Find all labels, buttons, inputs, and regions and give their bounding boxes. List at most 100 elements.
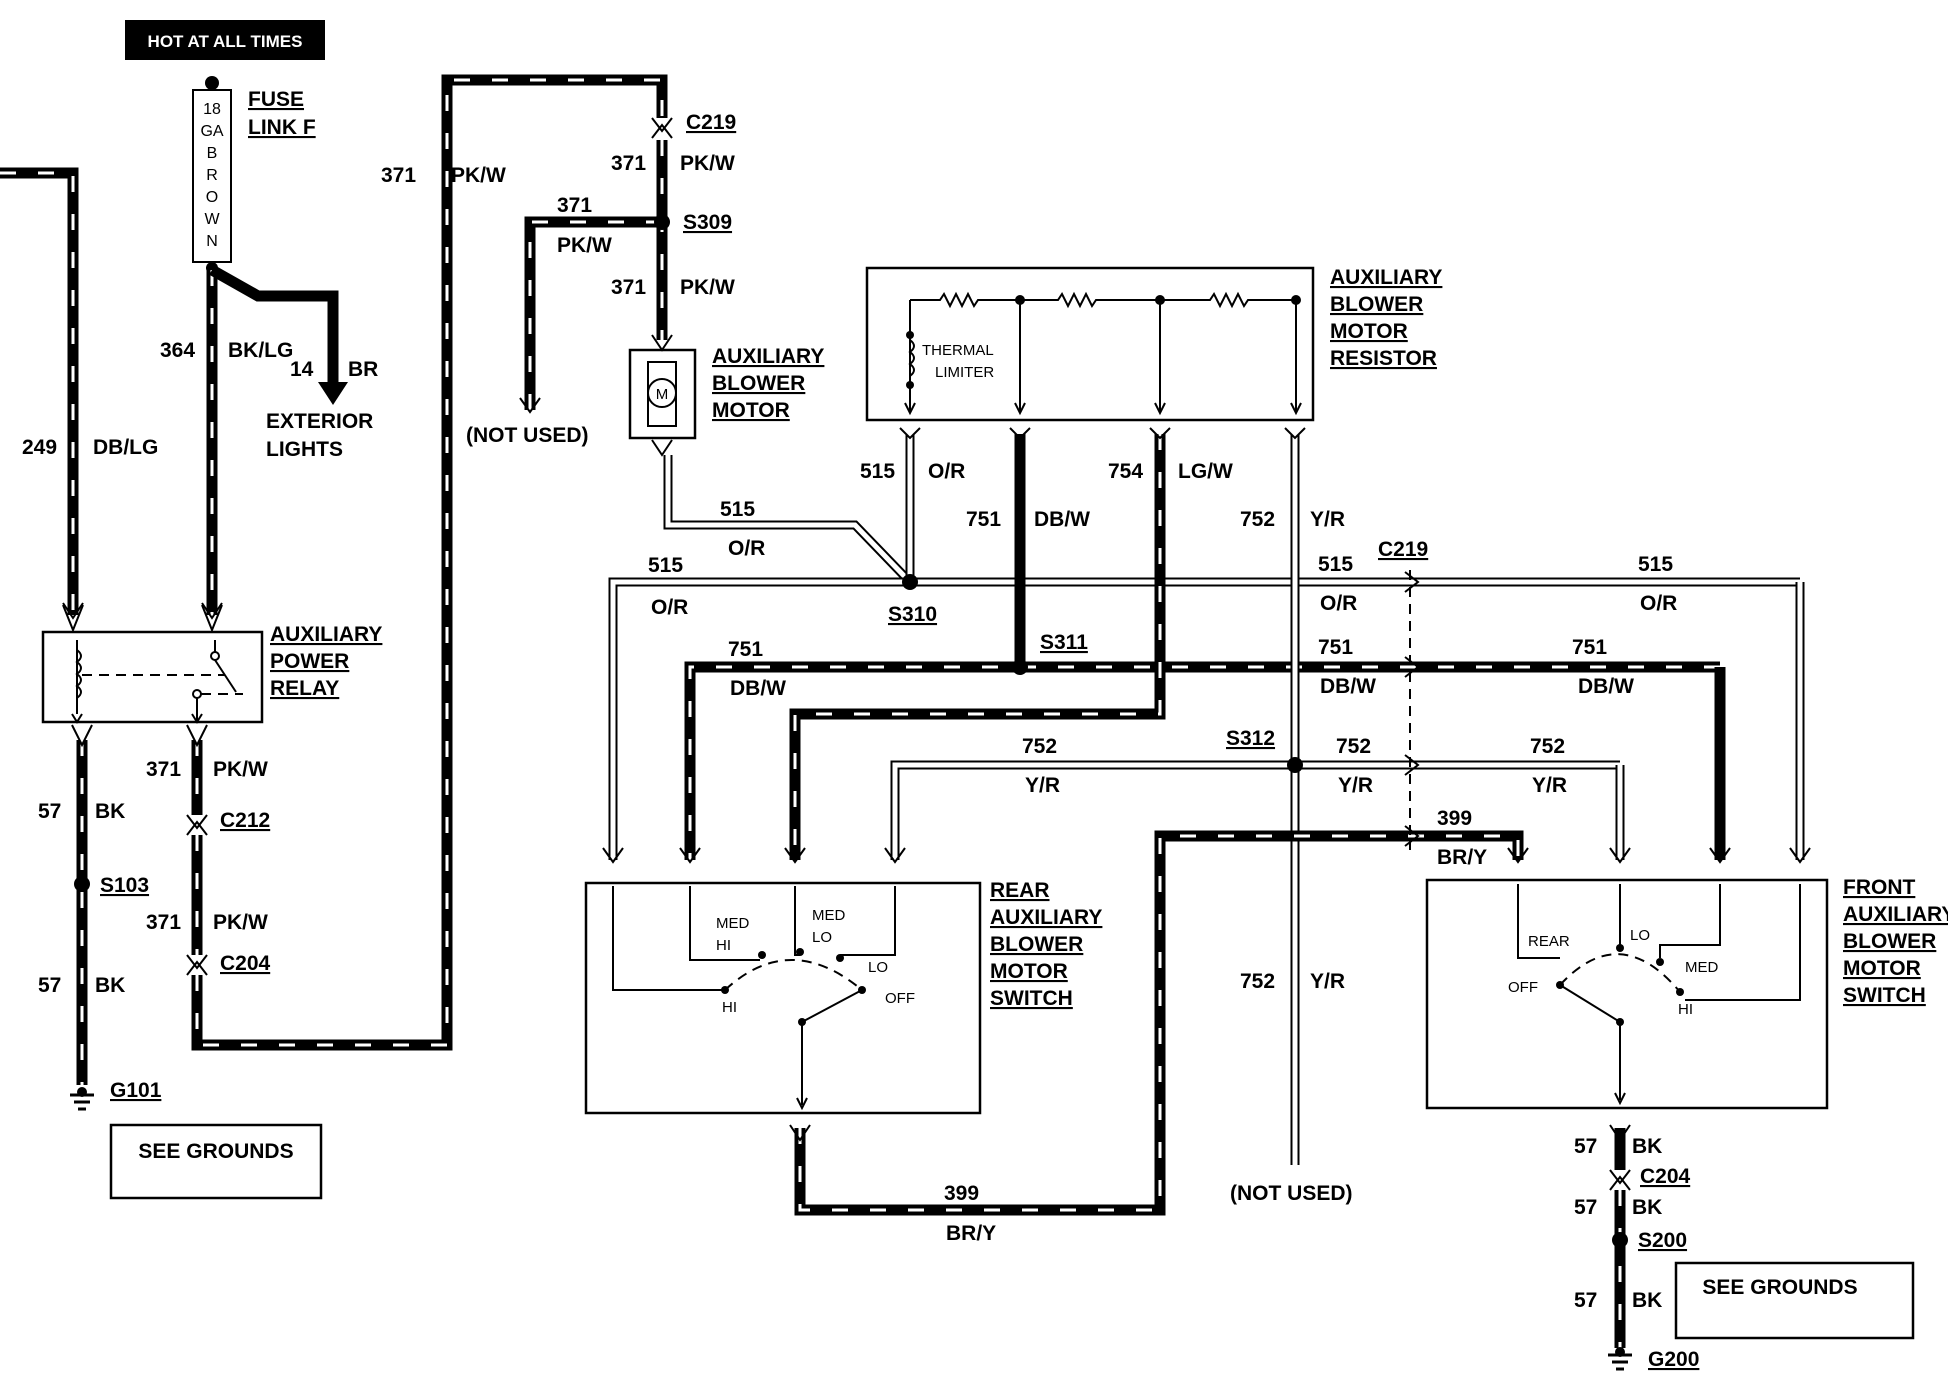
wire-515-color: O/R <box>928 460 965 483</box>
wire-371-color: PK/W <box>557 234 612 257</box>
not-used-right: (NOT USED) <box>1230 1182 1353 1205</box>
wire-752-color: Y/R <box>1532 774 1567 797</box>
wire-371-num: 371 <box>611 152 646 175</box>
svg-text:HI: HI <box>716 937 731 954</box>
svg-text:HI: HI <box>1678 1001 1693 1018</box>
wire-752-num: 752 <box>1530 735 1565 758</box>
svg-text:S309: S309 <box>683 211 732 234</box>
svg-text:AUXILIARY: AUXILIARY <box>1843 903 1948 926</box>
svg-text:LINK F: LINK F <box>248 116 316 139</box>
wire-14 <box>209 265 348 405</box>
wire-57-color: BK <box>1632 1289 1662 1312</box>
wire-752-color: Y/R <box>1310 508 1345 531</box>
svg-text:RESISTOR: RESISTOR <box>1330 347 1437 370</box>
svg-text:C212: C212 <box>220 809 270 832</box>
aux-blower-motor-resistor: THERMAL LIMITER AUXILIARY BLOWER MOTOR R… <box>865 266 1442 440</box>
wire-399-color: BR/Y <box>946 1222 996 1245</box>
svg-text:GA: GA <box>200 123 223 140</box>
svg-text:S200: S200 <box>1638 1229 1687 1252</box>
wire-515-num: 515 <box>648 554 683 577</box>
svg-text:C204: C204 <box>1640 1165 1691 1188</box>
wire-57-num: 57 <box>38 800 61 823</box>
wire-57-num: 57 <box>1574 1196 1597 1219</box>
svg-text:MOTOR: MOTOR <box>1330 320 1408 343</box>
wire-751-color: DB/W <box>1034 508 1090 531</box>
svg-text:SEE GROUNDS: SEE GROUNDS <box>138 1140 293 1163</box>
see-grounds-left: SEE GROUNDS <box>109 1123 323 1200</box>
fuse-link-f: 18 GA B R O W N FUSE LINK F <box>192 76 316 274</box>
not-used-left: (NOT USED) <box>466 424 589 447</box>
wire-754 <box>784 434 1166 864</box>
wire-515-color: O/R <box>728 537 765 560</box>
wire-515-num: 515 <box>720 498 755 521</box>
ground-g101: G101 <box>70 1079 162 1111</box>
connector-c204-left: C204 <box>186 952 271 976</box>
svg-text:C204: C204 <box>220 952 271 975</box>
wire-371-color: PK/W <box>451 164 506 187</box>
wire-515-num: 515 <box>860 460 895 483</box>
wire-752-color: Y/R <box>1025 774 1060 797</box>
svg-text:POWER: POWER <box>270 650 349 673</box>
hot-at-all-times-header: HOT AT ALL TIMES <box>125 20 325 60</box>
wire-399-color: BR/Y <box>1437 846 1487 869</box>
svg-text:HI: HI <box>722 999 737 1016</box>
wire-399-num: 399 <box>944 1182 979 1205</box>
wire-752-num: 752 <box>1336 735 1371 758</box>
wire-515-color: O/R <box>1320 592 1357 615</box>
svg-text:S312: S312 <box>1226 727 1275 750</box>
wire-371-loop <box>191 74 668 1051</box>
wire-751-color: DB/W <box>730 677 786 700</box>
wire-371-color: PK/W <box>213 911 268 934</box>
svg-text:RELAY: RELAY <box>270 677 339 700</box>
svg-text:O: O <box>206 189 218 206</box>
front-aux-blower-motor-switch: REAR LO MED OFF HI FRONT AUXILIARY BLOWE… <box>1425 876 1948 1110</box>
wire-371-color: PK/W <box>213 758 268 781</box>
wire-57-num: 57 <box>1574 1289 1597 1312</box>
svg-text:SWITCH: SWITCH <box>990 987 1073 1010</box>
svg-text:AUXILIARY: AUXILIARY <box>1330 266 1442 289</box>
svg-text:W: W <box>204 211 220 228</box>
wire-515 <box>602 434 1811 864</box>
svg-text:BLOWER: BLOWER <box>712 372 805 395</box>
svg-text:C219: C219 <box>686 111 736 134</box>
wire-371-num: 371 <box>381 164 416 187</box>
see-grounds-right: SEE GROUNDS <box>1674 1261 1915 1340</box>
connector-c204-right: C204 <box>1640 1165 1691 1188</box>
svg-text:N: N <box>206 233 218 250</box>
exterior-lights-label: EXTERIOR <box>266 410 373 433</box>
wire-14-color: BR <box>348 358 378 381</box>
wire-371-center <box>519 140 668 414</box>
wire-752-color: Y/R <box>1310 970 1345 993</box>
svg-text:18: 18 <box>203 101 221 118</box>
wire-57-color: BK <box>1632 1135 1662 1158</box>
svg-text:LIMITER: LIMITER <box>935 364 994 381</box>
svg-text:AUXILIARY: AUXILIARY <box>712 345 824 368</box>
svg-text:MOTOR: MOTOR <box>1843 957 1921 980</box>
wire-57-num: 57 <box>38 974 61 997</box>
aux-power-relay: AUXILIARY POWER RELAY <box>41 604 382 748</box>
splice-s310: S310 <box>888 574 937 626</box>
wire-399-num: 399 <box>1437 807 1472 830</box>
wire-57-color: BK <box>95 974 125 997</box>
svg-text:MED: MED <box>812 907 846 924</box>
wire-752 <box>884 434 1631 1165</box>
svg-text:FUSE: FUSE <box>248 88 304 111</box>
wire-751-num: 751 <box>1572 636 1607 659</box>
wire-515-num: 515 <box>1638 553 1673 576</box>
wire-754-num: 754 <box>1108 460 1143 483</box>
svg-text:MOTOR: MOTOR <box>990 960 1068 983</box>
wire-249-color: DB/LG <box>93 436 158 459</box>
wire-515-color: O/R <box>1640 592 1677 615</box>
svg-text:AUXILIARY: AUXILIARY <box>270 623 382 646</box>
wire-14-num: 14 <box>290 358 314 381</box>
svg-text:REAR: REAR <box>1528 933 1570 950</box>
wire-752-color: Y/R <box>1338 774 1373 797</box>
splice-s200: S200 <box>1612 1229 1687 1252</box>
svg-text:B: B <box>207 145 218 162</box>
svg-text:S310: S310 <box>888 603 937 626</box>
wire-515-color: O/R <box>651 596 688 619</box>
svg-text:BLOWER: BLOWER <box>990 933 1083 956</box>
wire-57-color: BK <box>1632 1196 1662 1219</box>
svg-text:S311: S311 <box>1040 631 1088 654</box>
